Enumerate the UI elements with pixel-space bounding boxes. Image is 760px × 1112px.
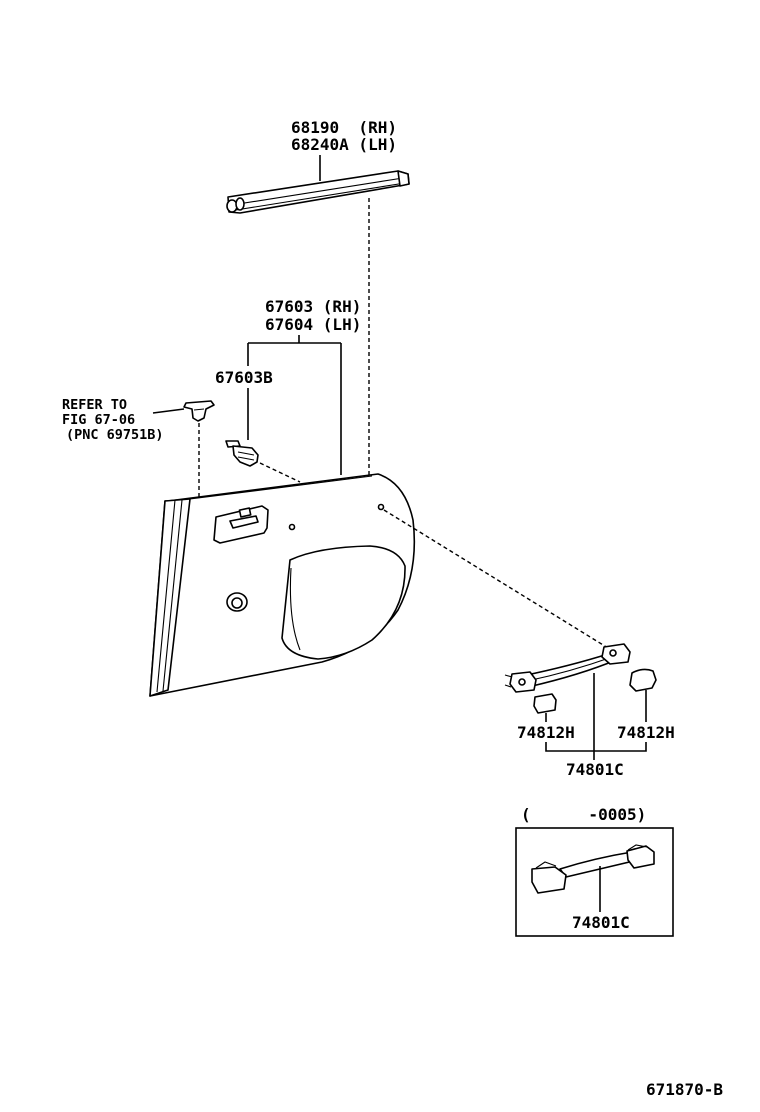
push-clip bbox=[183, 400, 215, 422]
door-glass-weatherstrip bbox=[226, 170, 410, 214]
label-inset-range: ( -0005) bbox=[521, 805, 646, 824]
label-clip: 67603B bbox=[215, 368, 273, 387]
label-weatherstrip-rh: 68190 (RH) bbox=[291, 118, 397, 137]
label-weatherstrip-lh: 68240A (LH) bbox=[291, 135, 397, 154]
grip-cover-right bbox=[629, 668, 657, 692]
label-inset-grip: 74801C bbox=[572, 913, 630, 932]
clip-dash-line bbox=[259, 462, 301, 483]
label-cover-left: 74812H bbox=[517, 723, 575, 742]
trim-clip bbox=[225, 440, 259, 467]
inset-assist-grip bbox=[531, 844, 655, 894]
label-board-rh: 67603 (RH) bbox=[265, 297, 361, 316]
label-grip: 74801C bbox=[566, 760, 624, 779]
refer-leader bbox=[152, 408, 185, 414]
board-leader-bracket bbox=[247, 335, 342, 475]
assist-grip bbox=[504, 643, 631, 693]
grip-cover-left bbox=[533, 693, 557, 714]
grip-dash-line bbox=[383, 509, 609, 649]
label-refer-line2: FIG 67-06 bbox=[62, 412, 135, 428]
label-refer-line1: REFER TO bbox=[62, 397, 127, 413]
cover-bracket bbox=[545, 742, 647, 752]
door-trim-board bbox=[149, 473, 416, 697]
inset-box bbox=[515, 827, 674, 937]
figure-id: 671870-B bbox=[646, 1080, 723, 1099]
label-refer-line3: (PNC 69751B) bbox=[66, 427, 164, 443]
label-board-lh: 67604 (LH) bbox=[265, 315, 361, 334]
label-cover-right: 74812H bbox=[617, 723, 675, 742]
